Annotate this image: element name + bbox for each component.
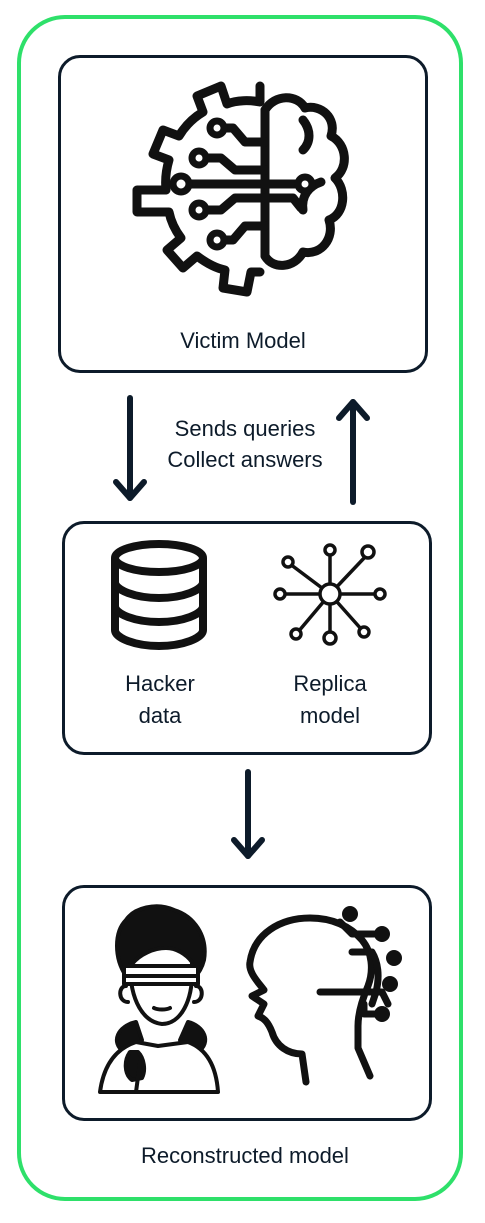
- hacker-person-icon: [98, 904, 220, 1094]
- replica-model-line1: Replica: [293, 671, 367, 696]
- replica-model-label: Replica model: [270, 668, 390, 732]
- network-node-icon: [273, 543, 387, 646]
- replica-model-line2: model: [300, 703, 360, 728]
- database-icon: [111, 540, 207, 650]
- sends-queries-text: Sends queries: [174, 416, 316, 441]
- ai-head-icon: [246, 906, 402, 1086]
- victim-model-label: Victim Model: [180, 328, 306, 353]
- hacker-data-line1: Hacker: [125, 671, 195, 696]
- collect-answers-text: Collect answers: [167, 447, 323, 472]
- flow-description: Sends queries Collect answers: [140, 413, 350, 475]
- reconstructed-model-label: Reconstructed model: [141, 1143, 349, 1168]
- arrow-up-icon: [336, 399, 370, 505]
- outer-frame: [17, 15, 463, 1201]
- hacker-data-line2: data: [138, 703, 182, 728]
- hacker-data-label: Hacker data: [100, 668, 220, 732]
- arrow-down-icon: [113, 395, 147, 501]
- gear-brain-icon: [132, 81, 349, 297]
- arrow-down-icon: [231, 769, 265, 859]
- victim-model-card: [58, 55, 428, 373]
